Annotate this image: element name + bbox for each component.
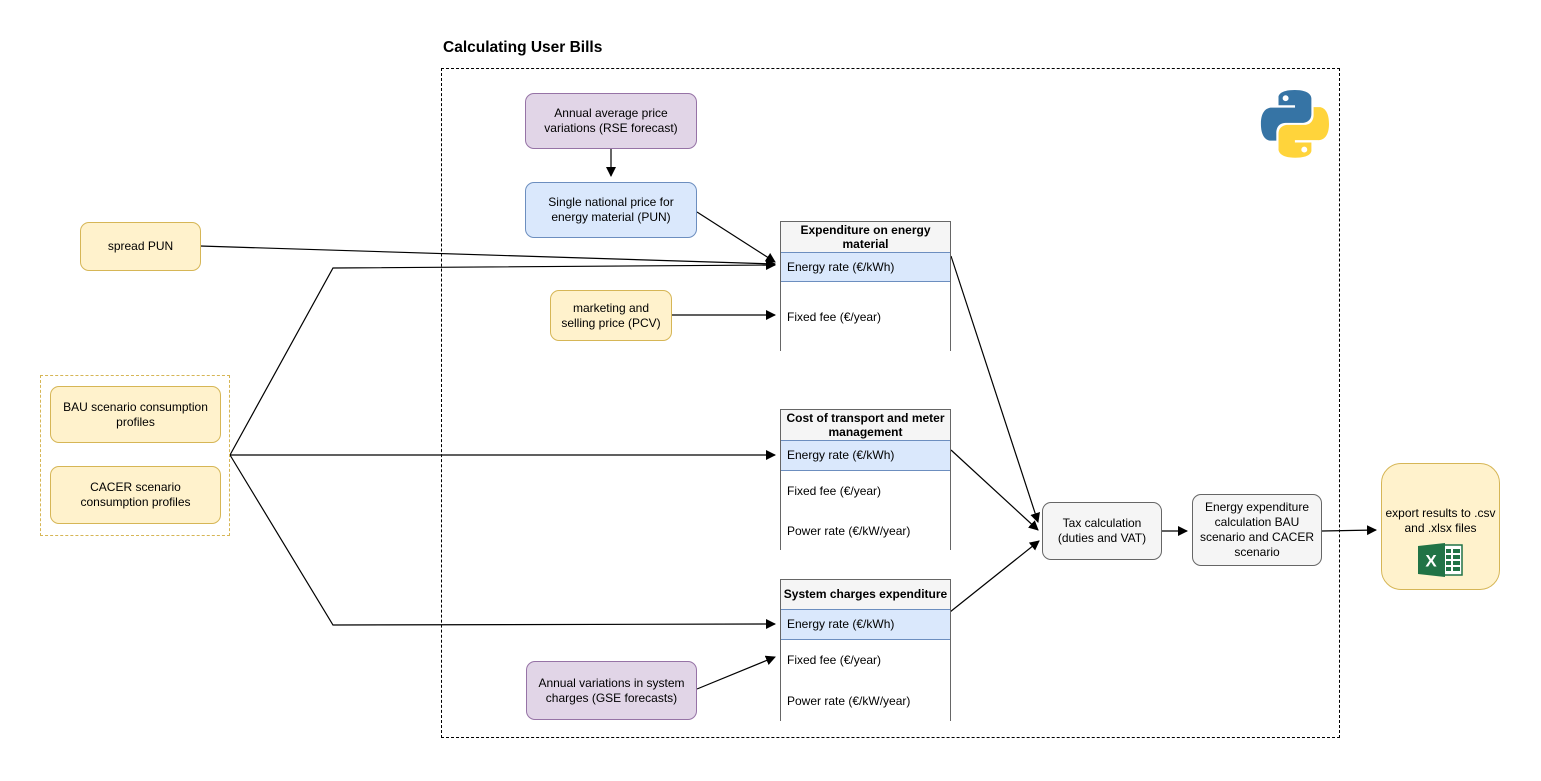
table-header: Expenditure on energy material [781,222,950,252]
table-row: Fixed fee (€/year) [781,282,950,352]
table-system-charges: System charges expenditure Energy rate (… [780,579,951,722]
svg-text:X: X [1425,552,1437,571]
node-cacer-profiles: CACER scenario consumption profiles [50,466,221,524]
node-pcv: marketing and selling price (PCV) [550,290,672,341]
node-bau-profiles: BAU scenario consumption profiles [50,386,221,443]
node-tax-calculation: Tax calculation (duties and VAT) [1042,502,1162,560]
diagram-title: Calculating User Bills [443,39,603,56]
excel-spreadsheet-icon: X [1417,543,1464,581]
table-row: Power rate (€/kW/year) [781,511,950,551]
node-export-results: export results to .csv and .xlsx files X [1381,463,1500,590]
table-row: Energy rate (€/kWh) [781,440,950,471]
consumption-profiles-group [40,375,230,536]
python-logo-icon [1260,90,1330,158]
node-spread-pun: spread PUN [80,222,201,271]
table-row: Fixed fee (€/year) [781,640,950,681]
export-results-label: export results to .csv and .xlsx files [1385,506,1496,535]
table-row: Fixed fee (€/year) [781,471,950,511]
table-row: Energy rate (€/kWh) [781,252,950,282]
node-energy-expenditure: Energy expenditure calculation BAU scena… [1192,494,1322,566]
table-header: Cost of transport and meter management [781,410,950,440]
table-header: System charges expenditure [781,580,950,609]
table-row: Power rate (€/kW/year) [781,681,950,722]
node-rse-forecast: Annual average price variations (RSE for… [525,93,697,149]
node-pun: Single national price for energy materia… [525,182,697,238]
table-transport-meter: Cost of transport and meter management E… [780,409,951,551]
python-script-boundary [441,68,1340,738]
node-gse-forecast: Annual variations in system charges (GSE… [526,661,697,720]
table-row: Energy rate (€/kWh) [781,609,950,640]
table-energy-material: Expenditure on energy material Energy ra… [780,221,951,352]
